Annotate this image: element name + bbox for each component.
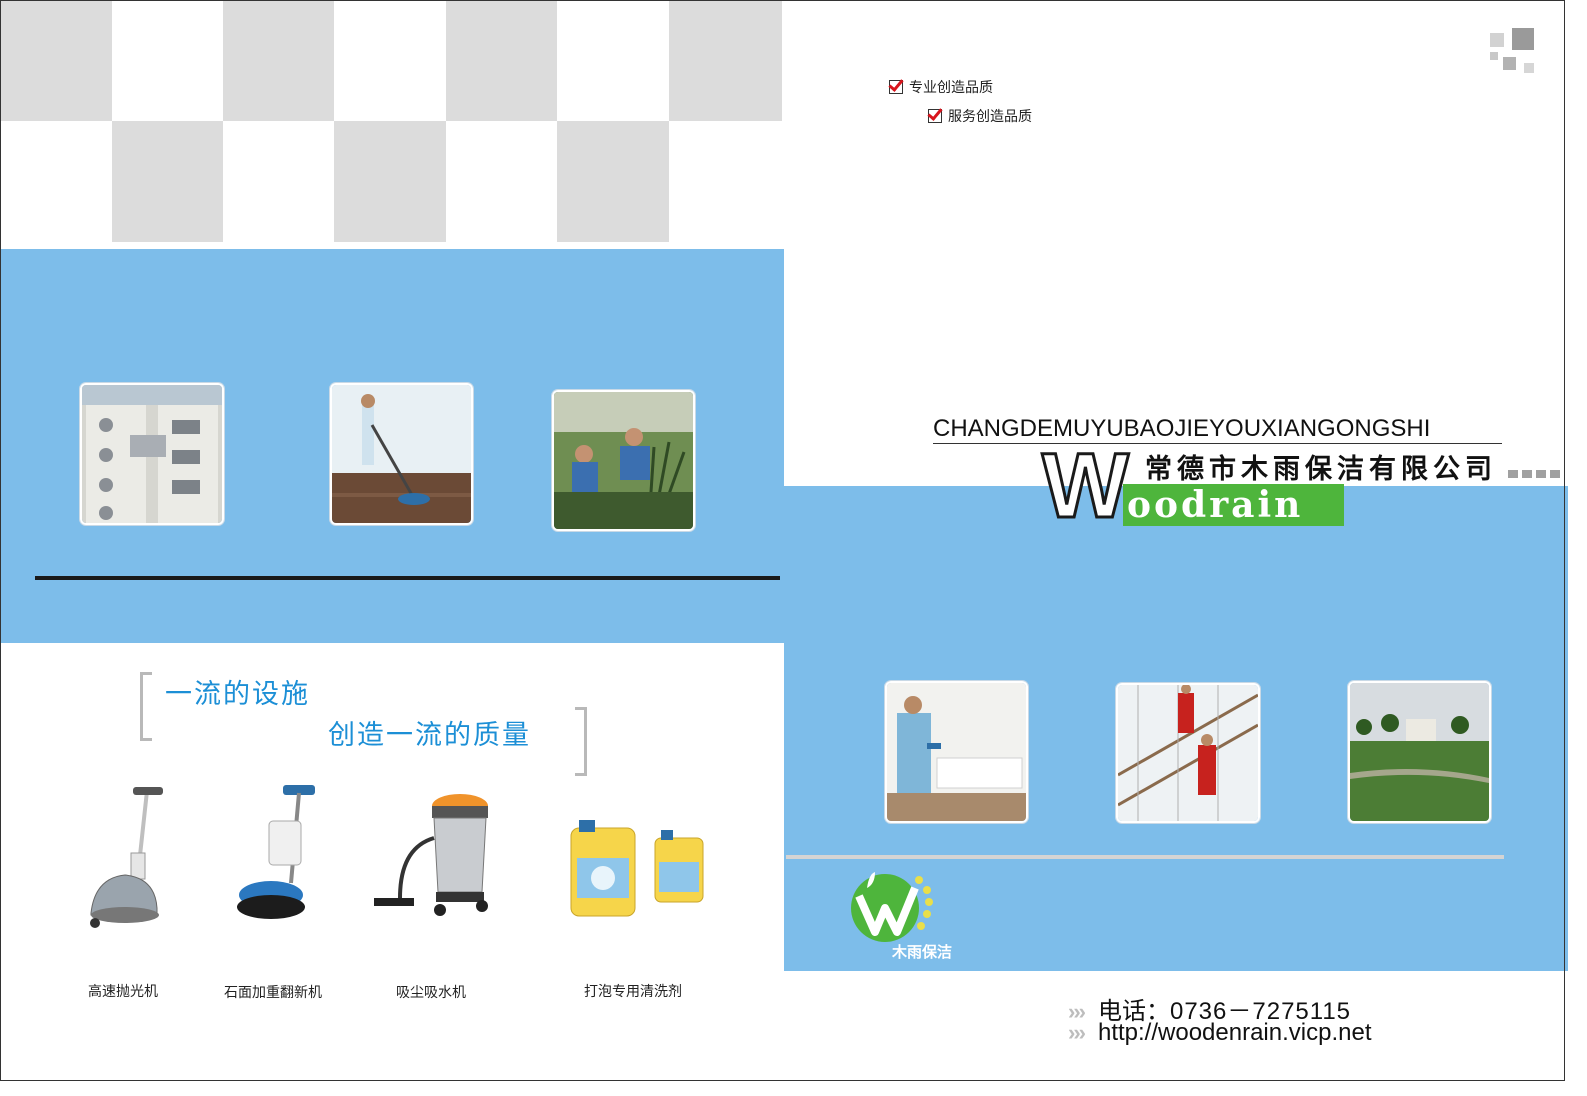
tagline-item: 服务创造品质 [928,106,1032,126]
contact-phone-row: ››› 电话：0736－7275115 [1068,991,1351,1026]
photo-stairway-cleaning [1116,683,1260,823]
checkbox-checked-icon [889,80,903,94]
bracket-left [140,672,152,741]
deco-square [446,0,557,121]
stone-renovation-machine-icon [233,783,323,928]
deco-square [0,0,112,121]
phone-number: 0736－7275115 [1169,998,1352,1025]
photo-building-exterior [80,383,224,525]
deco-square [557,121,669,242]
deco-pixel [1524,63,1534,73]
phone-label: 电话： [1097,998,1170,1025]
floor-polisher-icon [85,783,165,933]
contact-website-row: ››› http://woodenrain.vicp.net [1068,1019,1372,1047]
pinyin-underline [933,443,1502,444]
tagline-item: 专业创造品质 [889,77,993,97]
deco-dots [1508,470,1562,478]
deco-square [223,0,334,121]
product-label: 吸尘吸水机 [396,985,466,1001]
brand-initial: W [1041,435,1131,537]
company-name-cn: 常德市木雨保洁有限公司 [1145,454,1497,485]
deco-pixel [1512,28,1534,50]
product-label: 打泡专用清洗剂 [584,984,682,1000]
checkbox-checked-icon [928,109,942,123]
bracket-right [575,707,587,776]
photo-indoor-cleaning [885,681,1028,823]
deco-square [334,121,446,242]
arrow-icon: ››› [1068,1020,1086,1045]
deco-pixel [1503,57,1516,70]
slogan-line2: 创造一流的质量 [328,720,531,751]
divider-line [35,576,780,580]
product-label: 石面加重翻新机 [224,985,322,1001]
brand-wordmark-text: oodrain [1127,484,1304,526]
woodrain-logo-icon [845,868,937,942]
deco-square [112,121,223,242]
website-link[interactable]: http://woodenrain.vicp.net [1097,1019,1372,1046]
arrow-icon: ››› [1068,999,1086,1024]
wet-dry-vacuum-icon [370,788,500,928]
company-pinyin: CHANGDEMUYUBAOJIEYOUXIANGONGSHI [933,415,1431,442]
photo-lawn-park [1348,681,1491,823]
product-label: 高速抛光机 [88,984,158,1000]
slogan-line1: 一流的设施 [165,679,310,710]
deco-pixel [1490,33,1504,47]
brand-wordmark: oodrain [1123,484,1344,526]
deco-pixel [1490,52,1498,60]
logo-text: 木雨保洁 [892,943,953,961]
detergent-bottles-icon [565,818,715,918]
deco-square [669,0,782,121]
photo-floor-polishing [330,383,473,525]
photo-gardening-workers [552,390,695,531]
divider-line [786,855,1504,859]
